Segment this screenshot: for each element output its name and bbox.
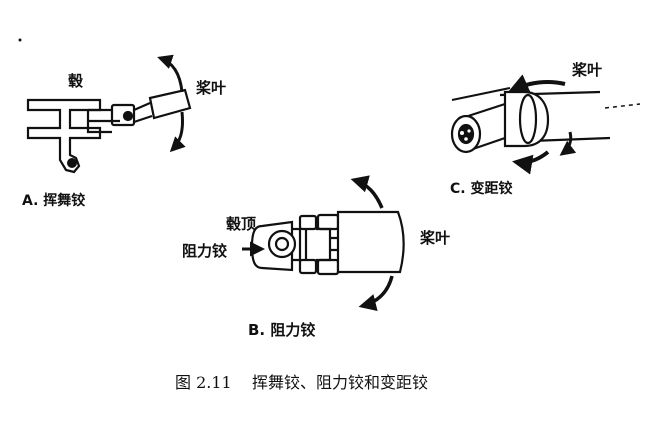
panel-c-pitch-hinge [450, 74, 641, 175]
lead-arrow [350, 175, 384, 209]
flap-up-arrow [157, 54, 184, 93]
panel-b-title: B. 阻力铰 [248, 321, 315, 339]
panel-c-title: C. 变距铰 [450, 180, 512, 197]
hub-weight [67, 158, 77, 168]
hub-top-ring [267, 229, 297, 259]
pitch-up-arrow [508, 74, 566, 93]
flap-hinge-fork [86, 108, 120, 134]
flap-down-arrow [169, 111, 186, 153]
hinge-lug-bottom [316, 258, 340, 276]
hinge-cap-top [298, 214, 318, 231]
hinge-cap-bottom [298, 258, 318, 275]
lag-arrow [358, 275, 394, 312]
blade [148, 88, 192, 120]
hub-top-hole [274, 236, 290, 252]
drag-hinge-label: 阻力铰 [182, 242, 227, 260]
panel-b-drag-hinge [242, 175, 405, 312]
pitch-down-arrow [512, 150, 550, 175]
speck [18, 38, 22, 42]
blade-shaft [133, 101, 153, 124]
panel-b-blade-label: 桨叶 [419, 229, 450, 247]
hub-top-label: 毂顶 [226, 215, 256, 233]
panel-a-flapping-hinge [26, 54, 192, 174]
hinge-link [292, 227, 332, 262]
panel-c-blade-label: 桨叶 [571, 61, 602, 79]
panel-a-title: A. 挥舞铰 [22, 192, 85, 209]
hinge-lug-top [316, 213, 340, 231]
pitch-axis [604, 103, 641, 109]
panel-a-blade-label: 桨叶 [195, 79, 226, 97]
pitch-sleeve [503, 90, 550, 148]
hinge-block [110, 103, 136, 127]
hinge-pin [122, 110, 134, 122]
hub-label: 毂 [68, 72, 83, 90]
figure-caption: 图 2.11 挥舞铰、阻力铰和变距铰 [175, 373, 428, 392]
hub-shape [26, 98, 102, 174]
pitch-side-arrow [559, 131, 577, 156]
blade-root [336, 210, 405, 274]
